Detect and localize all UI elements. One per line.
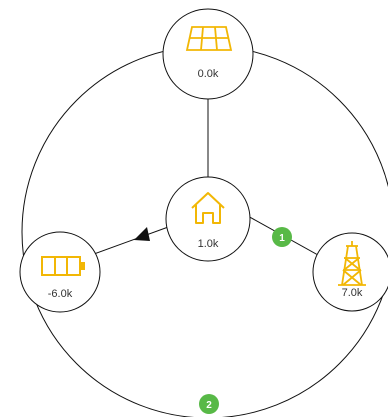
grid-node[interactable]: 7.0k (312, 232, 388, 312)
solar-panel-icon (185, 26, 233, 51)
flow-badge-1[interactable]: 1 (272, 227, 292, 247)
house-icon (191, 192, 225, 224)
solar-value: 0.0k (198, 68, 219, 80)
home-value: 1.0k (198, 238, 219, 250)
flow-badge-1-label: 1 (279, 233, 285, 244)
battery-value: -6.0k (48, 288, 73, 300)
transmission-tower-icon (338, 241, 366, 286)
flow-arrow-icon (134, 227, 150, 241)
home-battery-connector (82, 225, 172, 259)
home-node[interactable]: 1.0k (165, 176, 251, 262)
battery-node[interactable]: -6.0k (19, 231, 101, 313)
battery-icon (41, 256, 85, 276)
solar-node[interactable]: 0.0k (162, 8, 254, 100)
flow-badge-2-label: 2 (206, 400, 212, 411)
flow-badge-2[interactable]: 2 (199, 394, 219, 414)
grid-value: 7.0k (342, 287, 363, 299)
